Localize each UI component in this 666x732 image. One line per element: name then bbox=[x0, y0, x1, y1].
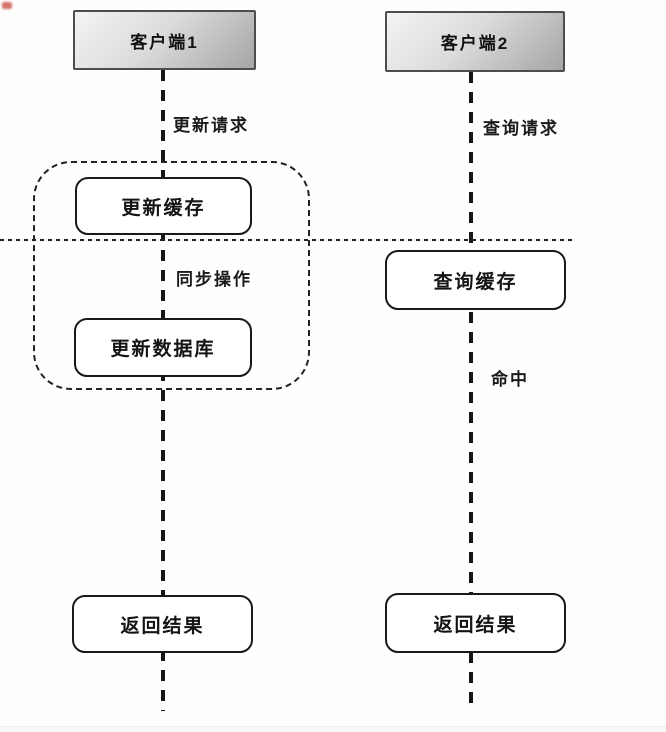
label-update-request: 更新请求 bbox=[173, 116, 249, 135]
bottom-strip bbox=[0, 726, 666, 732]
node-update-database: 更新数据库 bbox=[74, 318, 252, 377]
sync-divider-line bbox=[0, 239, 576, 242]
artifact-red-dot bbox=[2, 2, 12, 9]
lifeline-client1 bbox=[161, 70, 165, 711]
node-return-result-client2: 返回结果 bbox=[385, 593, 566, 653]
actor-box-client2: 客户端2 bbox=[385, 11, 565, 72]
label-cache-hit: 命中 bbox=[491, 370, 529, 389]
node-query-cache: 查询缓存 bbox=[385, 250, 566, 310]
lifeline-client2 bbox=[469, 72, 473, 709]
label-sync-operation: 同步操作 bbox=[176, 270, 252, 289]
node-return-result-client1: 返回结果 bbox=[72, 595, 253, 653]
node-update-cache: 更新缓存 bbox=[75, 177, 252, 235]
label-query-request: 查询请求 bbox=[483, 119, 559, 138]
actor-box-client1: 客户端1 bbox=[73, 10, 256, 70]
sync-group-frame bbox=[33, 161, 310, 390]
